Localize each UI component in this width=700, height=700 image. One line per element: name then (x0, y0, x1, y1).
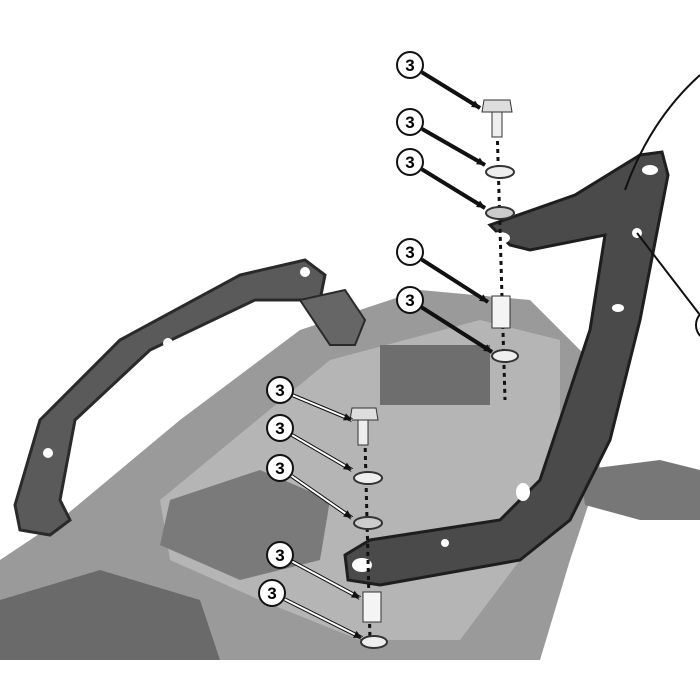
arrowhead (343, 462, 352, 470)
leader-line (291, 560, 361, 599)
callout-circle (396, 148, 424, 176)
arrowhead (343, 413, 352, 421)
callout-label: 3 (405, 153, 414, 172)
callout-circle (396, 238, 424, 266)
callout-circle (258, 579, 286, 607)
left-bracket (13, 258, 367, 537)
callout-label: 3 (405, 56, 414, 75)
leader-line (421, 306, 493, 353)
arrowhead (483, 344, 492, 352)
callout-circle (266, 454, 294, 482)
callout-spacer: 3 (396, 238, 490, 304)
arrowhead (479, 294, 488, 302)
callout-washer: 3 (396, 108, 486, 167)
leader-line (290, 475, 353, 519)
callout-circle (396, 51, 424, 79)
leader-line (624, 74, 700, 191)
callout-partial (695, 312, 700, 338)
leader-line (421, 71, 481, 109)
arrowhead (476, 200, 485, 208)
callout-washer: 3 (266, 454, 354, 520)
callout-bolt: 3 (266, 376, 353, 422)
callout-label: 3 (275, 381, 284, 400)
callout-spacer: 3 (266, 541, 361, 600)
arrowhead (343, 510, 352, 518)
callout-label: 3 (275, 419, 284, 438)
arrowhead (476, 157, 485, 165)
callout-label: 3 (405, 291, 414, 310)
leader-line (421, 168, 486, 209)
leader-line (636, 232, 700, 316)
arrowhead (471, 100, 480, 108)
assembly-axis-right (495, 124, 507, 401)
leader-line (421, 128, 486, 166)
leader-line (291, 434, 353, 471)
leader-line (421, 258, 489, 303)
callout-washer: 3 (266, 414, 354, 472)
leader-line (284, 598, 363, 639)
callout-label: 3 (267, 584, 276, 603)
callout-label: 3 (275, 546, 284, 565)
callout-circle (266, 541, 294, 569)
hardware-right (481, 99, 519, 363)
callout-label: 3 (405, 243, 414, 262)
callout-washer: 3 (396, 148, 487, 210)
callout-washer: 3 (396, 286, 494, 354)
leader-line (292, 394, 353, 421)
callout-circle (396, 108, 424, 136)
callout-circle (396, 286, 424, 314)
callout-bolt: 3 (396, 51, 482, 110)
arrowhead (353, 630, 362, 638)
callout-label: 3 (405, 113, 414, 132)
callout-washer: 3 (258, 579, 363, 640)
callout-circle (266, 376, 294, 404)
callout-label: 3 (275, 459, 284, 478)
hardware-left (349, 407, 388, 649)
arrowhead (351, 590, 360, 598)
callout-circle (266, 414, 294, 442)
